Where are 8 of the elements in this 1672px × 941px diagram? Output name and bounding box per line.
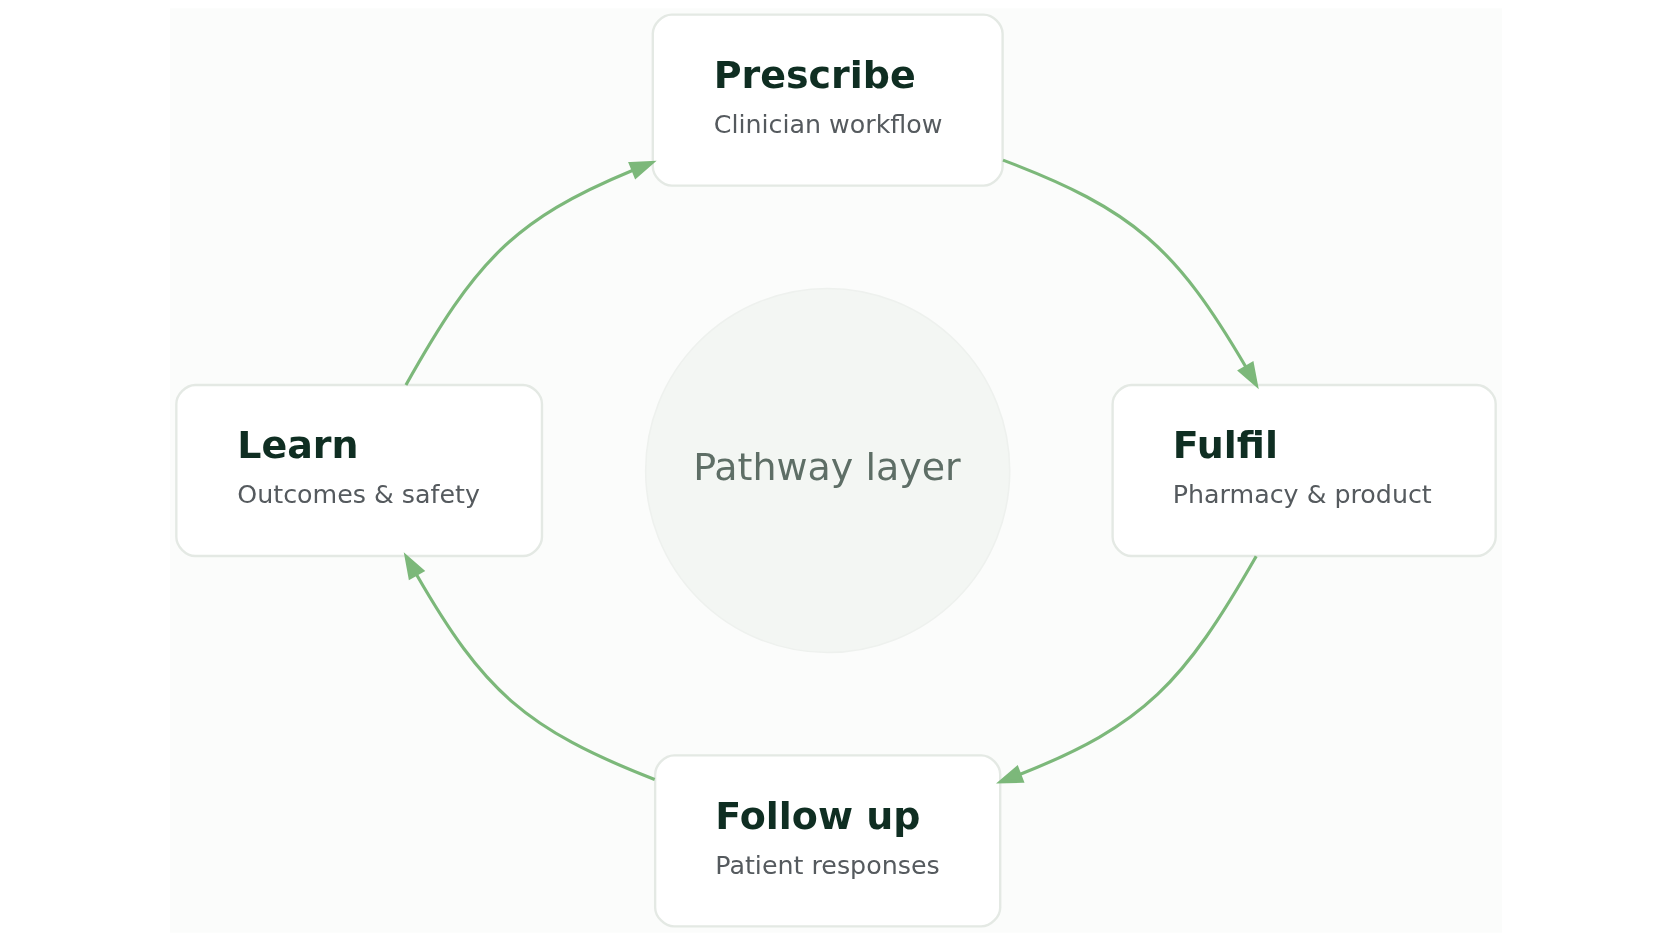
arrow: [403, 552, 656, 781]
node-box: Prescribe Clinician workflow: [651, 13, 1004, 187]
node-box: Follow up Patient responses: [653, 754, 1002, 928]
node-box: Fulfil Pharmacy & product: [1111, 383, 1497, 558]
arrow: [996, 555, 1258, 784]
node-box: Learn Outcomes & safety: [175, 383, 544, 558]
arrow: [1002, 158, 1259, 390]
arrow: [404, 160, 657, 386]
